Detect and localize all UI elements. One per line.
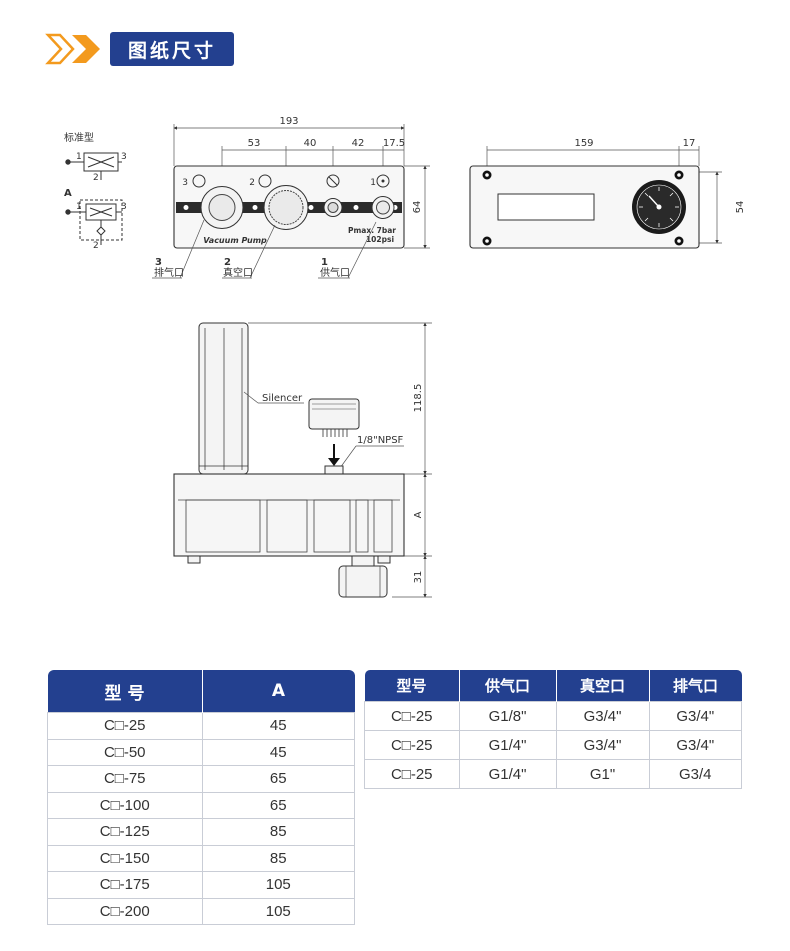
dim-17: 17 [683, 138, 696, 149]
table-cell: 65 [201, 791, 355, 819]
dim-42: 42 [352, 138, 365, 149]
dimension-drawing: 标准型 1 3 2 A 1 3 2 [64, 116, 746, 598]
dim-118-5: 118.5 [413, 384, 424, 413]
table-cell: 65 [201, 765, 355, 793]
callout-2-number: 2 [224, 257, 231, 268]
pressure-psi-label: 102psi [366, 235, 394, 244]
dim-17-5: 17.5 [383, 138, 405, 149]
dim-a: A [413, 511, 424, 518]
section-title: 图纸尺寸 [110, 32, 234, 66]
dim-159: 159 [574, 138, 593, 149]
pneumatic-symbol-standard: 标准型 1 3 2 [64, 131, 127, 183]
table-cell: 45 [201, 712, 355, 740]
callout-3-name: 排气口 [154, 266, 184, 279]
svg-text:1: 1 [370, 178, 376, 188]
callout-3-number: 3 [155, 257, 162, 268]
pneumatic-symbol-variant-a: A 1 3 2 [64, 188, 127, 251]
table-cell: 85 [201, 844, 355, 872]
table-cell: C□-200 [47, 897, 203, 925]
table-cell: G1/8" [458, 701, 557, 731]
table-cell: G3/4" [555, 701, 650, 731]
table-cell: G1" [555, 759, 650, 789]
callout-1-number: 1 [321, 257, 328, 268]
table-cell: C□-150 [47, 844, 203, 872]
svg-text:3: 3 [182, 178, 188, 188]
ports-header-supply: 供气口 [458, 670, 556, 702]
ports-header-exhaust: 排气口 [648, 670, 742, 702]
table-cell: C□-25 [364, 701, 460, 731]
table-cell: 85 [201, 818, 355, 846]
standard-type-label: 标准型 [64, 131, 94, 144]
svg-text:3: 3 [121, 202, 127, 212]
vacuum-pump-label: Vacuum Pump [203, 236, 267, 245]
pressure-label: Pmax. 7bar [348, 226, 396, 235]
table-a-header-model: 型 号 [47, 670, 202, 713]
table-cell: 45 [201, 738, 355, 766]
table-cell: C□-25 [364, 730, 460, 760]
back-view: 159 17 54 [469, 138, 746, 249]
table-cell: C□-75 [47, 765, 203, 793]
ports-header-vacuum: 真空口 [555, 670, 649, 702]
silencer-label: Silencer [262, 393, 303, 404]
table-cell: 105 [201, 897, 355, 925]
table-cell: G1/4" [458, 759, 557, 789]
table-cell: G3/4" [555, 730, 650, 760]
ports-header-model: 型号 [364, 670, 459, 702]
table-cell: C□-125 [47, 818, 203, 846]
svg-text:1: 1 [76, 152, 82, 162]
table-cell: C□-175 [47, 871, 203, 899]
callout-1-name: 供气口 [320, 266, 350, 279]
table-cell: 105 [201, 871, 355, 899]
table-cell: C□-100 [47, 791, 203, 819]
dim-height-64: 64 [412, 201, 423, 214]
table-cell: G1/4" [458, 730, 557, 760]
svg-text:2: 2 [93, 241, 99, 251]
table-a-header-a: A [201, 670, 355, 713]
dim-40: 40 [304, 138, 317, 149]
table-cell: C□-50 [47, 738, 203, 766]
svg-text:1: 1 [76, 202, 82, 212]
dim-54: 54 [735, 201, 746, 214]
table-cell: C□-25 [47, 712, 203, 740]
svg-text:A: A [64, 188, 72, 199]
chevron-arrows-icon [45, 33, 100, 65]
svg-text:2: 2 [93, 173, 99, 183]
svg-text:2: 2 [249, 178, 255, 188]
callout-2-name: 真空口 [223, 266, 253, 279]
table-cell: C□-25 [364, 759, 460, 789]
dim-overall-width: 193 [279, 116, 298, 127]
thread-label: 1/8"NPSF [357, 435, 404, 446]
front-view: 193 53 40 42 17.5 64 3 2 1 [152, 116, 430, 279]
dim-31: 31 [413, 571, 424, 584]
dim-53: 53 [248, 138, 261, 149]
svg-text:3: 3 [121, 152, 127, 162]
table-cell: G3/4 [648, 759, 742, 789]
table-cell: G3/4" [648, 730, 742, 760]
pressure-gauge-icon [632, 180, 686, 234]
side-view: 118.5 A 31 Silencer 1/8"NPSF [173, 322, 432, 598]
table-cell: G3/4" [648, 701, 742, 731]
